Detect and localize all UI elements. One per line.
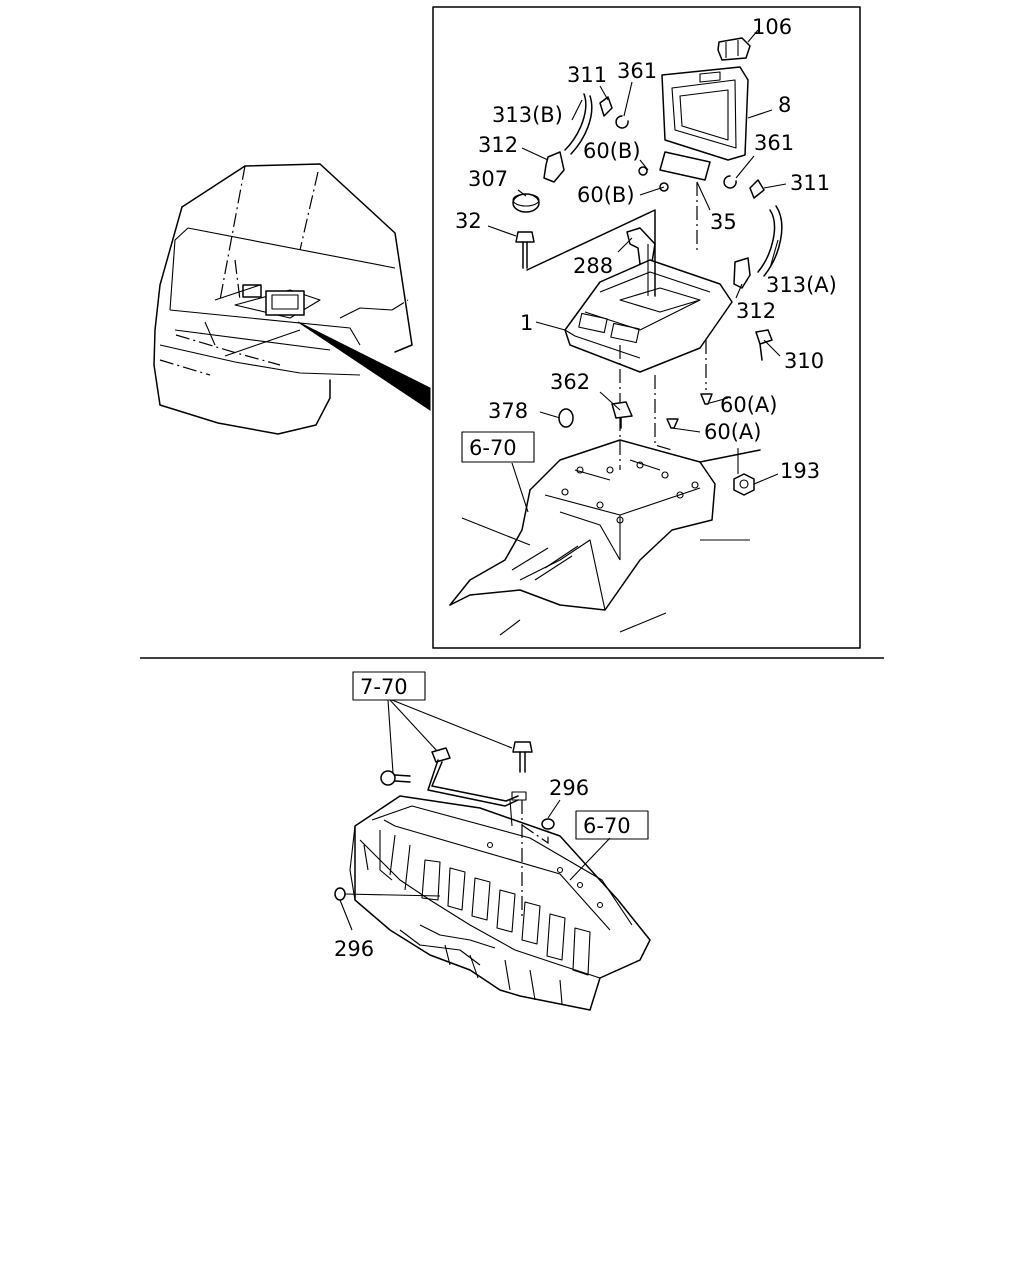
- ref-label-6-70-top: 6-70: [469, 436, 517, 460]
- callout-60a-2: 60(A): [704, 420, 761, 444]
- callout-labels: 106 8 311 361 313(B) 312 60(B) 361 311 3…: [334, 15, 837, 961]
- callout-106: 106: [752, 15, 792, 39]
- callout-311-top: 311: [567, 63, 607, 87]
- callout-307: 307: [468, 167, 508, 191]
- callout-313a: 313(A): [766, 273, 837, 297]
- callout-193: 193: [780, 459, 820, 483]
- callout-60b-2: 60(B): [577, 183, 635, 207]
- console-exploded-view: [449, 37, 783, 636]
- callout-1: 1: [520, 311, 533, 335]
- callout-296-top: 296: [549, 776, 589, 800]
- cab-overview-illustration: [153, 163, 431, 435]
- callout-361-right: 361: [754, 131, 794, 155]
- callout-378: 378: [488, 399, 528, 423]
- callout-32: 32: [455, 209, 482, 233]
- callout-35: 35: [710, 210, 737, 234]
- callout-60a-1: 60(A): [720, 393, 777, 417]
- ref-box-7-70: [352, 671, 426, 701]
- callout-313b: 313(B): [492, 103, 563, 127]
- ref-label-6-70-bottom: 6-70: [583, 814, 631, 838]
- callout-296-bottom: 296: [334, 937, 374, 961]
- leader-lines-upper: [487, 29, 787, 513]
- floor-harness-illustration: [334, 699, 651, 1011]
- callout-311-right: 311: [790, 171, 830, 195]
- callout-361-top: 361: [617, 59, 657, 83]
- callout-288: 288: [573, 254, 613, 278]
- callout-310: 310: [784, 349, 824, 373]
- callout-362: 362: [550, 370, 590, 394]
- callout-8: 8: [778, 93, 791, 117]
- detail-frame: [432, 6, 861, 649]
- ref-box-6-70-top: [461, 431, 535, 463]
- ref-box-6-70-bottom: [575, 810, 649, 840]
- callout-60b-1: 60(B): [583, 139, 641, 163]
- ref-label-7-70: 7-70: [360, 675, 408, 699]
- callout-312-right: 312: [736, 299, 776, 323]
- callout-312-left: 312: [478, 133, 518, 157]
